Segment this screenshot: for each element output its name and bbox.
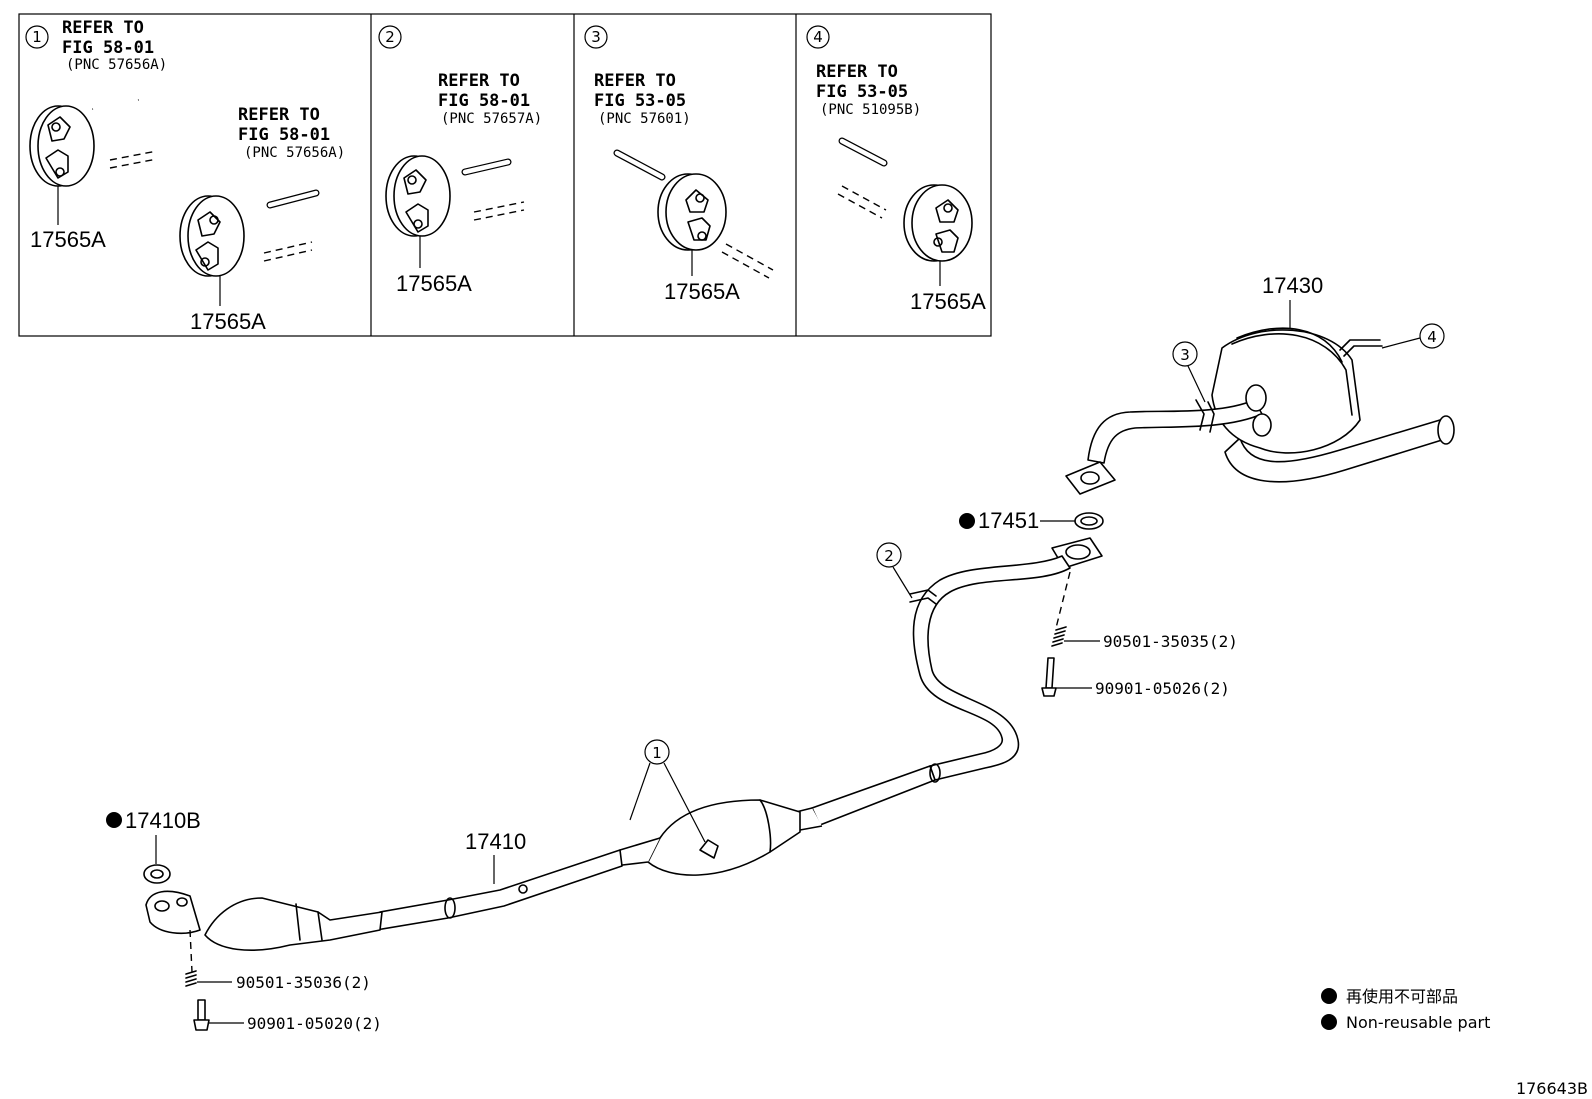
inset-1a-refer: REFER TO bbox=[62, 18, 144, 38]
inset-2-pnc: (PNC 57657A) bbox=[441, 111, 542, 127]
legend-en: Non-reusable part bbox=[1346, 1013, 1490, 1032]
legend-dot-en bbox=[1321, 1014, 1337, 1030]
center-pipe-assembly bbox=[145, 537, 1103, 951]
inset-4-refer: REFER TO bbox=[816, 62, 898, 82]
legend: 再使用不可部品 Non-reusable part bbox=[1321, 987, 1490, 1032]
gasket-rear bbox=[1074, 512, 1104, 530]
inset-3-callout-number: 3 bbox=[591, 28, 601, 46]
rear-spring bbox=[1051, 626, 1067, 647]
rear-bolt-part-number: 90901-05026(2) bbox=[1095, 679, 1230, 698]
inset-frame bbox=[18, 13, 992, 337]
inset-2-fig: FIG 58-01 bbox=[438, 91, 530, 111]
front-spring bbox=[185, 970, 197, 987]
figure-id: 176643B bbox=[1516, 1079, 1588, 1098]
inset-1a-pnc: (PNC 57656A) bbox=[66, 57, 167, 73]
non-reusable-dot-17410b bbox=[106, 812, 122, 828]
front-spring-part-number: 90501-35036(2) bbox=[236, 973, 371, 992]
inset-4-callout-number: 4 bbox=[813, 28, 823, 46]
inset-4-part: 17565A bbox=[910, 289, 986, 314]
inset-1-callout-number: 1 bbox=[32, 28, 42, 46]
rubber-hanger-4 bbox=[903, 184, 973, 262]
inset-3-refer: REFER TO bbox=[594, 71, 676, 91]
front-bolt bbox=[193, 999, 210, 1031]
legend-dot-jp bbox=[1321, 988, 1337, 1004]
inset-4-fig: FIG 53-05 bbox=[816, 82, 908, 102]
gasket-front-part-number: 17410B bbox=[125, 808, 201, 833]
rubber-hanger-2 bbox=[385, 155, 451, 237]
callout-3: 3 bbox=[1180, 346, 1190, 364]
gasket-rear-part-number: 17451 bbox=[978, 508, 1039, 533]
inset-2-part: 17565A bbox=[396, 271, 472, 296]
inset-1b-pnc: (PNC 57656A) bbox=[244, 145, 345, 161]
inset-1b-part: 17565A bbox=[190, 309, 266, 334]
inset-1b-fig: FIG 58-01 bbox=[238, 125, 330, 145]
inset-4: 4 REFER TO FIG 53-05 (PNC 51095B) 17565A bbox=[806, 25, 986, 314]
inset-2: 2 REFER TO FIG 58-01 (PNC 57657A) 17565A bbox=[378, 25, 542, 296]
center-pipe-part-number: 17410 bbox=[465, 829, 526, 854]
gasket-front bbox=[143, 864, 171, 884]
inset-1-callout bbox=[25, 25, 49, 49]
rubber-hanger-1b bbox=[179, 195, 245, 277]
inset-1a-part: 17565A bbox=[30, 227, 106, 252]
inset-2-refer: REFER TO bbox=[438, 71, 520, 91]
callout-1: 1 bbox=[652, 744, 662, 762]
rear-bolt bbox=[1041, 657, 1057, 697]
muffler-assembly bbox=[1065, 327, 1455, 495]
callout-2: 2 bbox=[884, 547, 894, 565]
rubber-hanger-1a bbox=[29, 105, 95, 187]
inset-3: 3 REFER TO FIG 53-05 (PNC 57601) 17565A bbox=[584, 25, 774, 304]
muffler-part-number: 17430 bbox=[1262, 273, 1323, 298]
legend-jp: 再使用不可部品 bbox=[1346, 987, 1458, 1006]
inset-3-fig: FIG 53-05 bbox=[594, 91, 686, 111]
inset-4-pnc: (PNC 51095B) bbox=[820, 102, 921, 118]
rubber-hanger-3 bbox=[657, 173, 727, 251]
inset-3-part: 17565A bbox=[664, 279, 740, 304]
inset-1b-refer: REFER TO bbox=[238, 105, 320, 125]
rear-spring-part-number: 90501-35035(2) bbox=[1103, 632, 1238, 651]
inset-2-callout-number: 2 bbox=[385, 28, 395, 46]
non-reusable-dot-17451 bbox=[959, 513, 975, 529]
callout-4: 4 bbox=[1427, 328, 1437, 346]
inset-3-pnc: (PNC 57601) bbox=[598, 111, 691, 127]
front-bolt-part-number: 90901-05020(2) bbox=[247, 1014, 382, 1033]
inset-1a-fig: FIG 58-01 bbox=[62, 38, 154, 58]
inset-1: 1 REFER TO FIG 58-01 (PNC 57656A) 17565A… bbox=[25, 18, 345, 334]
